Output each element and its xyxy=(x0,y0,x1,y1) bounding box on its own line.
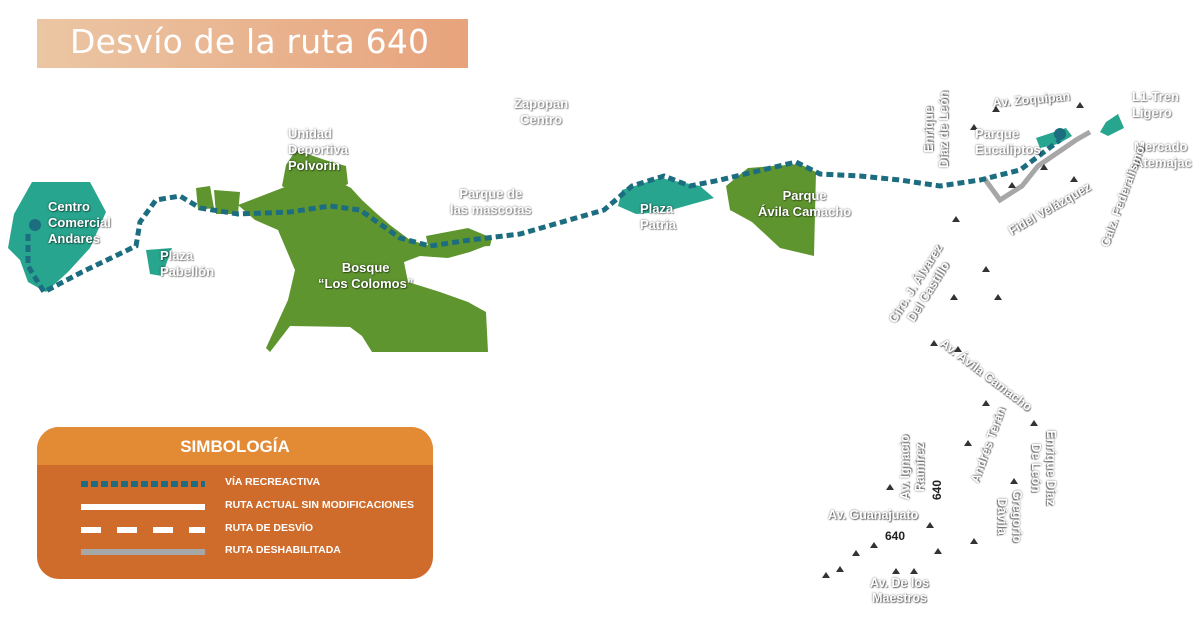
label-parque-avila: Parque Ávila Camacho xyxy=(758,188,852,219)
legend-sample-dashed xyxy=(81,527,205,533)
legend-panel: SIMBOLOGÍA VÍA RECREACTIVA RUTA ACTUAL S… xyxy=(37,427,433,579)
centro-comercial-area xyxy=(8,182,106,292)
direction-arrows xyxy=(822,102,1084,578)
legend-header xyxy=(37,427,433,465)
tren-ligero-area xyxy=(1100,114,1124,136)
legend-sample-solid xyxy=(81,504,205,510)
legend-row-actual: RUTA ACTUAL SIN MODIFICACIONES xyxy=(81,496,433,514)
plaza-pabellon-area xyxy=(146,248,172,276)
route-start-marker xyxy=(29,219,41,231)
map-title: Desvío de la ruta 640 xyxy=(70,22,430,61)
label-plaza-pabellon: Plaza Pabellón xyxy=(160,248,215,279)
label-parque-eucaliptos: Parque Eucaliptos xyxy=(975,126,1041,157)
label-zapopan-centro: Zapopan Centro xyxy=(514,96,569,127)
legend-title: SIMBOLOGÍA xyxy=(180,437,290,456)
street-gregorio-davila: Gregorio Dávila xyxy=(995,490,1024,543)
legend-label-desvio: RUTA DE DESVÍO xyxy=(225,522,314,534)
label-bosque: Bosque “Los Colomos” xyxy=(318,260,414,291)
street-av-ignacio-ramirez: Av. Ignacio Ramírez xyxy=(898,434,927,500)
legend-row-deshabilitada: RUTA DESHABILITADA xyxy=(81,541,433,559)
label-unidad-deportiva: Unidad Deportiva Polvorín xyxy=(288,126,348,173)
park-strip-left xyxy=(196,186,214,210)
label-mercado: Mercado Atemajac xyxy=(1134,139,1192,170)
label-tren-ligero: L1-Tren Ligero xyxy=(1132,89,1179,120)
park-polvorin-area xyxy=(282,150,348,196)
street-av-maestros: Av. De los Maestros xyxy=(870,576,930,605)
parque-avila-camacho-area xyxy=(726,164,816,256)
label-plaza-patria: Plaza Patria xyxy=(640,201,677,232)
route-number-horizontal: 640 xyxy=(885,529,906,543)
street-enrique-diaz-leon-top: Enrique Díaz de León xyxy=(922,90,951,168)
label-centro-comercial: Centro Comercial Andares xyxy=(48,199,111,246)
legend-sample-gray xyxy=(81,549,205,555)
recreational-route xyxy=(25,138,1062,296)
legend-label-actual: RUTA ACTUAL SIN MODIFICACIONES xyxy=(225,499,414,511)
legend-row-desvio: RUTA DE DESVÍO xyxy=(81,519,433,537)
legend-label-deshabilitada: RUTA DESHABILITADA xyxy=(225,544,341,556)
route-number-vertical: 640 xyxy=(930,479,944,500)
park-strip-left2 xyxy=(214,190,240,214)
street-enrique-diaz-leon-bottom: Enrique Díaz De León xyxy=(1029,430,1058,506)
title-bar xyxy=(37,19,468,68)
label-parque-mascotas: Parque de las mascotas xyxy=(450,186,532,217)
legend-label-recreactiva: VÍA RECREACTIVA xyxy=(225,476,321,488)
legend-row-recreactiva: VÍA RECREACTIVA xyxy=(81,473,433,491)
route-end-marker xyxy=(1054,128,1066,140)
disabled-route xyxy=(981,129,1092,204)
street-av-guanajuato: Av. Guanajuato xyxy=(828,508,919,522)
legend-sample-dotted xyxy=(81,481,205,487)
bosque-los-colomos-area xyxy=(238,176,488,352)
